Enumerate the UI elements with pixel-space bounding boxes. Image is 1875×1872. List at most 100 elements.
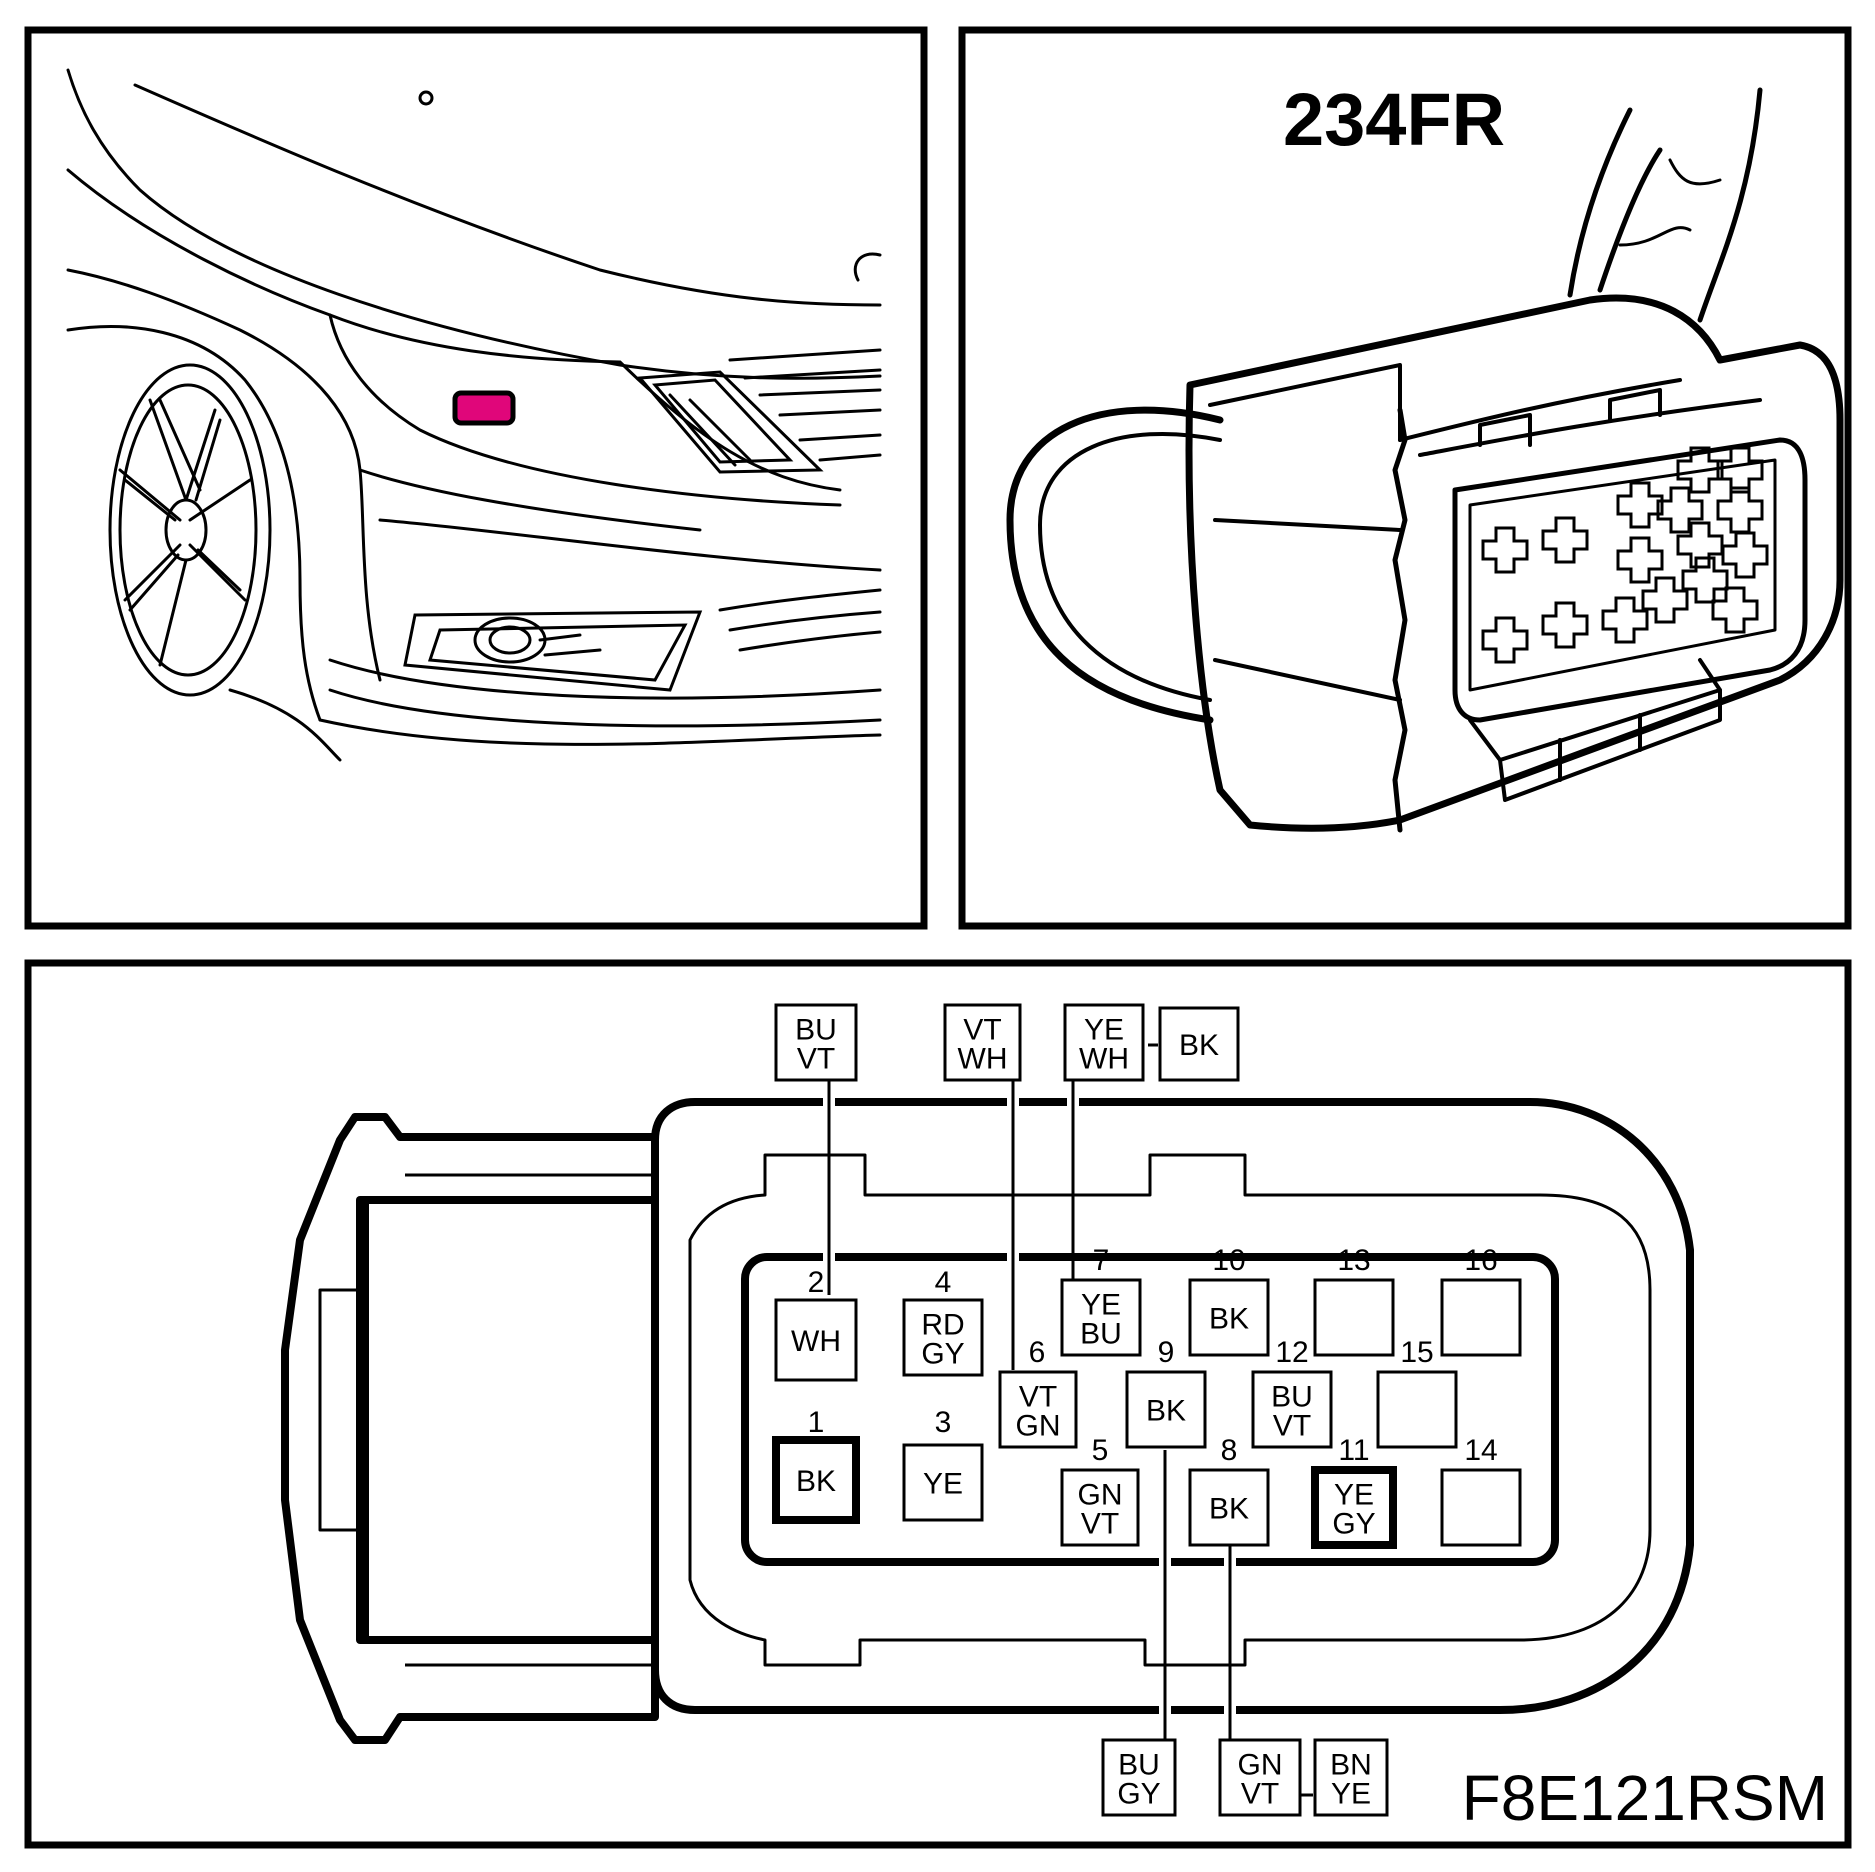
connector-view-panel: 234FR (958, 26, 1852, 930)
cavity-cross (1676, 521, 1724, 569)
pin-10-color: BK (1209, 1303, 1249, 1336)
pin-15-box (1376, 1370, 1458, 1449)
pin-2-box (774, 1298, 858, 1382)
cavity-cross (1721, 531, 1769, 579)
pin-8: BK 8 (1188, 1434, 1270, 1547)
wire-label-top-2-color-1: VT (963, 1014, 1001, 1047)
cavity-cross (1641, 576, 1689, 624)
pin-12-box (1251, 1370, 1333, 1449)
pin-4-color-2: GY (921, 1338, 964, 1371)
wire-label-top-1-color-2: VT (797, 1043, 835, 1076)
pin-6-box (998, 1370, 1078, 1449)
pin-11-color-1: YE (1334, 1479, 1374, 1512)
pin-13: 13 (1313, 1244, 1395, 1357)
pin-number: 12 (1275, 1336, 1308, 1369)
pin-11-color-2: GY (1332, 1508, 1375, 1541)
wire-label-top-4: BK (1158, 1006, 1240, 1082)
pin-16: 16 (1440, 1244, 1522, 1357)
pin-number: 9 (1158, 1336, 1175, 1369)
connector-location-marker (452, 390, 516, 426)
pin-6-color-2: GN (1016, 1410, 1061, 1443)
pin-12-color-2: VT (1273, 1410, 1311, 1443)
pin-5-color-2: VT (1081, 1508, 1119, 1541)
pin-3-box (902, 1443, 984, 1522)
location-panel (24, 26, 928, 930)
pin-7-box (1060, 1278, 1142, 1357)
pin-number: 8 (1221, 1434, 1238, 1467)
pin-number: 16 (1464, 1244, 1497, 1277)
cavity-cross (1716, 486, 1764, 534)
pin-10: BK 10 (1188, 1244, 1270, 1357)
pin-number: 14 (1464, 1434, 1497, 1467)
pin-4-box (902, 1298, 984, 1377)
pin-3: YE3 (902, 1406, 984, 1522)
pin-12-color-1: BU (1271, 1381, 1313, 1414)
pin-2-color: WH (791, 1325, 841, 1358)
cavity-cross (1481, 526, 1529, 574)
cavity-cross (1656, 486, 1704, 534)
wire-label-bottom-2-box (1218, 1738, 1302, 1817)
pin-4-color-1: RD (921, 1309, 964, 1342)
pin-number: 1 (808, 1406, 825, 1439)
cavity-cross (1541, 516, 1589, 564)
pin-14: 14 (1440, 1434, 1522, 1547)
cavity-cross (1616, 481, 1664, 529)
wire-label-top-2-box (943, 1003, 1022, 1082)
pin-number: 7 (1093, 1244, 1110, 1277)
pin-9: BK9 (1125, 1336, 1207, 1449)
pin-number: 13 (1337, 1244, 1370, 1277)
pin-16-box (1440, 1278, 1522, 1357)
wire-label-bottom-1-color-1: BU (1118, 1749, 1160, 1782)
figure-code: F8E121RSM (1462, 1762, 1828, 1834)
wire-label-bottom-2-color-2: VT (1241, 1778, 1279, 1811)
pin-5-color-1: GN (1078, 1479, 1123, 1512)
pin-1-color: BK (796, 1465, 836, 1498)
pin-13-box (1313, 1278, 1395, 1357)
pin-number: 5 (1092, 1434, 1109, 1467)
pin-5-box (1060, 1468, 1140, 1547)
wire-label-bottom-1-box (1101, 1738, 1177, 1817)
pinout-panel: BK1WH2YE3RDGY4GNVT5VTGN6YEBU7BK8BK9BK10Y… (24, 959, 1852, 1849)
wire-label-bottom-3-color-2: YE (1331, 1778, 1371, 1811)
pin-number: 11 (1338, 1434, 1369, 1467)
wire-label-bottom-3-box (1313, 1738, 1389, 1817)
wire-label-bottom-3-color-1: BN (1330, 1749, 1372, 1782)
cavity-cross (1481, 616, 1529, 664)
cavity-cross (1716, 446, 1764, 494)
wire-label-top-4-box (1158, 1006, 1240, 1082)
cavity-cross (1711, 586, 1759, 634)
connector-id: 234FR (1283, 78, 1505, 161)
wire-label-top-3-color-2: WH (1079, 1043, 1129, 1076)
pin-number: 10 (1212, 1244, 1245, 1277)
pin-8-box (1188, 1468, 1270, 1547)
pin-11-box (1311, 1466, 1397, 1549)
pin-14-box (1440, 1468, 1522, 1547)
pin-8-color: BK (1209, 1493, 1249, 1526)
pin-number: 4 (935, 1266, 952, 1299)
pin-10-box (1188, 1278, 1270, 1357)
pin-2: WH 2 (774, 1266, 858, 1382)
cavity-cross (1616, 536, 1664, 584)
wire-label-top-3-color-1: YE (1084, 1014, 1124, 1047)
pin-6-color-1: VT (1019, 1381, 1057, 1414)
cavity-cross (1676, 446, 1724, 494)
wire-label-top-1-color-1: BU (795, 1014, 837, 1047)
pin-7-color-2: BU (1080, 1318, 1122, 1351)
wire-label-bottom-2-color-1: GN (1238, 1749, 1283, 1782)
pin-1: BK 1 (772, 1406, 860, 1524)
pin-number: 6 (1029, 1336, 1046, 1369)
wire-label-top-4-color: BK (1179, 1029, 1219, 1062)
pin-7-color-1: YE (1081, 1289, 1121, 1322)
pin-number: 2 (808, 1266, 825, 1299)
